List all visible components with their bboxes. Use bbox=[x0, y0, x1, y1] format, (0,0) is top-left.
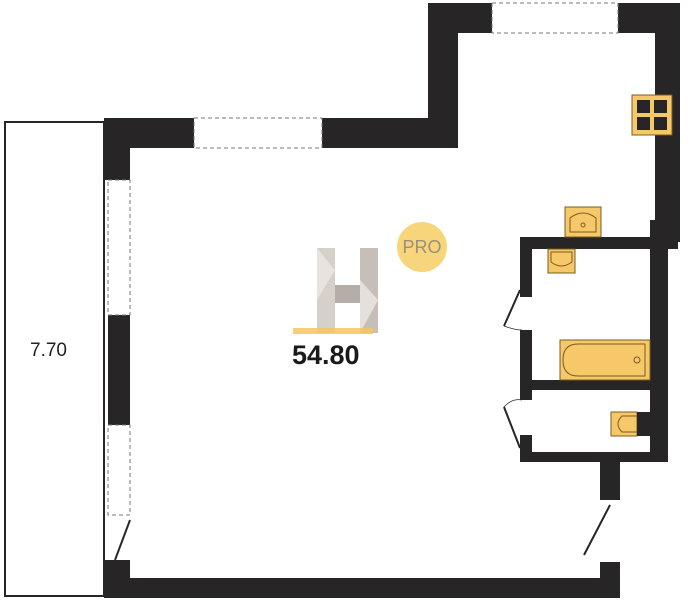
walls bbox=[104, 3, 680, 598]
bathtub-icon bbox=[559, 339, 651, 381]
logo-icon bbox=[317, 248, 378, 333]
kitchen-sink-icon bbox=[564, 206, 602, 238]
bathroom-sink-icon bbox=[547, 248, 576, 274]
toilet-icon bbox=[610, 411, 651, 437]
windows bbox=[107, 2, 619, 516]
balcony-area-label: 7.70 bbox=[30, 340, 67, 361]
balcony-outline bbox=[4, 121, 105, 597]
stove-icon bbox=[631, 94, 673, 136]
area-underline bbox=[293, 328, 373, 334]
total-area-label: 54.80 bbox=[292, 340, 360, 370]
pro-badge: PRO bbox=[397, 222, 447, 272]
doors bbox=[114, 289, 611, 561]
